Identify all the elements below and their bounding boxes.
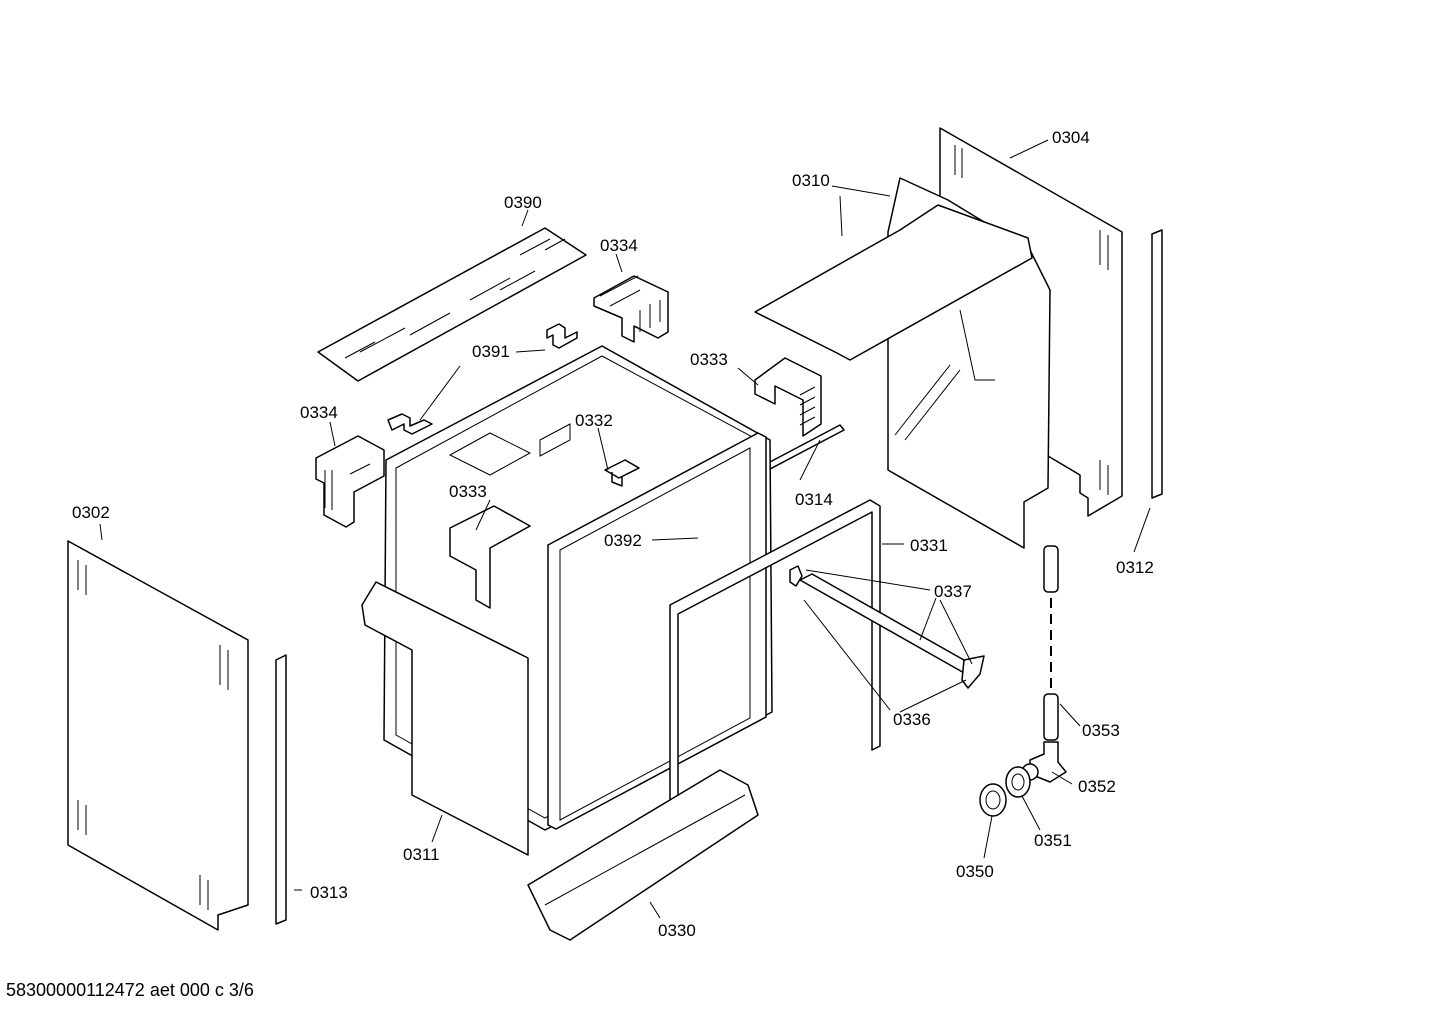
- part-0332-clip: [604, 459, 640, 487]
- label-0310: 0310: [792, 171, 830, 190]
- document-footer-code: 58300000112472 aet 000 c 3/6: [6, 980, 254, 1000]
- part-door-frame: [547, 432, 767, 830]
- label-0314: 0314: [795, 490, 833, 509]
- label-0313: 0313: [310, 883, 348, 902]
- label-0334-lower: 0334: [300, 403, 338, 422]
- label-0334-upper: 0334: [600, 236, 638, 255]
- part-0337-rail: [789, 565, 985, 689]
- label-0351: 0351: [1034, 831, 1072, 850]
- callout-labels: 0390 0334 0391 0333 0334 0332 0333 0314 …: [72, 128, 1154, 940]
- part-0334-cover-lower: [315, 435, 385, 528]
- part-0312-strip-right: [1151, 229, 1163, 499]
- label-0352: 0352: [1078, 777, 1116, 796]
- part-0351-nut: [1005, 766, 1031, 798]
- part-0330-lower-cover: [527, 769, 759, 941]
- label-0312: 0312: [1116, 558, 1154, 577]
- label-0333-upper: 0333: [690, 350, 728, 369]
- label-0304: 0304: [1052, 128, 1090, 147]
- part-0391-bracket-lower: [387, 413, 433, 435]
- part-0334-cover-upper: [593, 275, 669, 343]
- label-0350: 0350: [956, 862, 994, 881]
- part-0333-cover-lower: [449, 505, 531, 609]
- part-0311-front-panel: [361, 581, 529, 856]
- label-0333-lower: 0333: [449, 482, 487, 501]
- label-0330: 0330: [658, 921, 696, 940]
- part-0391-bracket-upper: [546, 323, 578, 349]
- part-0350-cap: [979, 783, 1007, 817]
- label-0332: 0332: [575, 411, 613, 430]
- part-0390-label-film: [317, 227, 587, 382]
- label-0353: 0353: [1082, 721, 1120, 740]
- label-0392: 0392: [604, 531, 642, 550]
- part-0313-strip-left: [275, 654, 287, 925]
- label-0390: 0390: [504, 193, 542, 212]
- part-0310-top-plate: [754, 204, 1033, 361]
- part-0302-side-panel-left: [67, 540, 249, 931]
- part-0333-cover-upper: [754, 357, 822, 437]
- label-0331: 0331: [910, 536, 948, 555]
- part-0353-hose: [1043, 545, 1059, 741]
- label-0311: 0311: [403, 845, 440, 864]
- leader-lines: [99, 139, 1151, 919]
- label-0336: 0336: [893, 710, 931, 729]
- label-0302: 0302: [72, 503, 110, 522]
- label-0337: 0337: [934, 582, 972, 601]
- label-0391: 0391: [472, 342, 510, 361]
